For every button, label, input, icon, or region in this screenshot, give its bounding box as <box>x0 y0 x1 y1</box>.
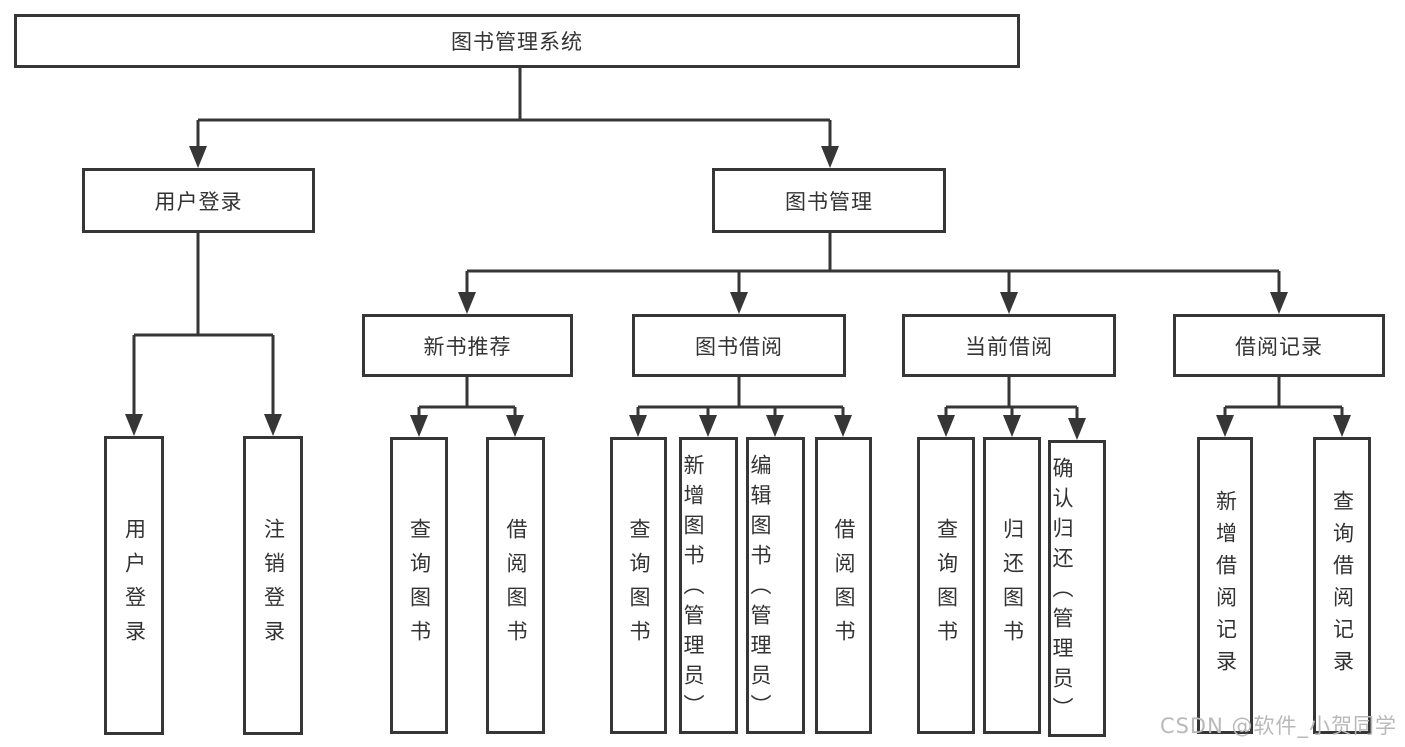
node-user-login: 用户登录 <box>82 168 315 233</box>
node-new-book-recommend-label: 新书推荐 <box>423 334 512 359</box>
node-library-system: 图书管理系统 <box>14 14 1020 68</box>
leaf-add-book-admin-label: 新增图书（管理员） <box>681 454 705 724</box>
node-book-management-label: 图书管理 <box>785 189 873 214</box>
leaf-query-books-recommend: 查询图书 <box>390 437 448 734</box>
leaf-borrow-books-borrow-label: 借阅图书 <box>832 517 856 654</box>
arrowheads <box>125 146 1351 440</box>
leaf-query-books-current: 查询图书 <box>917 437 975 734</box>
node-user-login-label: 用户登录 <box>154 189 243 214</box>
csdn-watermark: CSDN @软件_小贺同学 <box>1159 714 1397 738</box>
leaf-logout: 注销登录 <box>243 436 303 735</box>
node-book-borrow-label: 图书借阅 <box>695 334 783 359</box>
node-book-borrow: 图书借阅 <box>632 314 846 377</box>
node-borrow-records-label: 借阅记录 <box>1235 334 1323 359</box>
leaf-borrow-books-recommend: 借阅图书 <box>486 437 545 734</box>
node-book-management: 图书管理 <box>712 168 946 233</box>
leaf-return-books-label: 归还图书 <box>1000 517 1025 654</box>
leaf-borrow-books-recommend-label: 借阅图书 <box>504 517 528 654</box>
leaf-add-borrow-record-label: 新增借阅记录 <box>1213 489 1238 682</box>
leaf-user-login: 用户登录 <box>104 436 164 735</box>
leaf-edit-book-admin: 编辑图书（管理员） <box>746 437 805 734</box>
node-current-borrow-label: 当前借阅 <box>965 334 1053 359</box>
leaf-confirm-return-admin: 确认归还（管理员） <box>1048 440 1106 737</box>
leaf-borrow-books-borrow: 借阅图书 <box>815 437 872 734</box>
leaf-query-books-borrow-label: 查询图书 <box>627 517 651 654</box>
leaf-add-borrow-record: 新增借阅记录 <box>1197 437 1253 734</box>
leaf-query-borrow-record-label: 查询借阅记录 <box>1330 489 1355 682</box>
leaf-query-books-borrow: 查询图书 <box>610 437 667 734</box>
leaf-return-books: 归还图书 <box>983 437 1041 734</box>
leaf-logout-label: 注销登录 <box>261 517 286 654</box>
leaf-user-login-label: 用户登录 <box>122 517 147 654</box>
node-library-system-label: 图书管理系统 <box>451 30 583 54</box>
node-current-borrow: 当前借阅 <box>902 314 1116 377</box>
leaf-query-books-recommend-label: 查询图书 <box>407 517 432 654</box>
leaf-edit-book-admin-label: 编辑图书（管理员） <box>748 454 772 724</box>
leaf-query-books-current-label: 查询图书 <box>934 517 959 654</box>
node-new-book-recommend: 新书推荐 <box>362 314 573 377</box>
node-borrow-records: 借阅记录 <box>1173 314 1385 377</box>
leaf-confirm-return-admin-label: 确认归还（管理员） <box>1050 457 1074 727</box>
leaf-query-borrow-record: 查询借阅记录 <box>1313 437 1371 734</box>
leaf-add-book-admin: 新增图书（管理员） <box>679 437 738 734</box>
